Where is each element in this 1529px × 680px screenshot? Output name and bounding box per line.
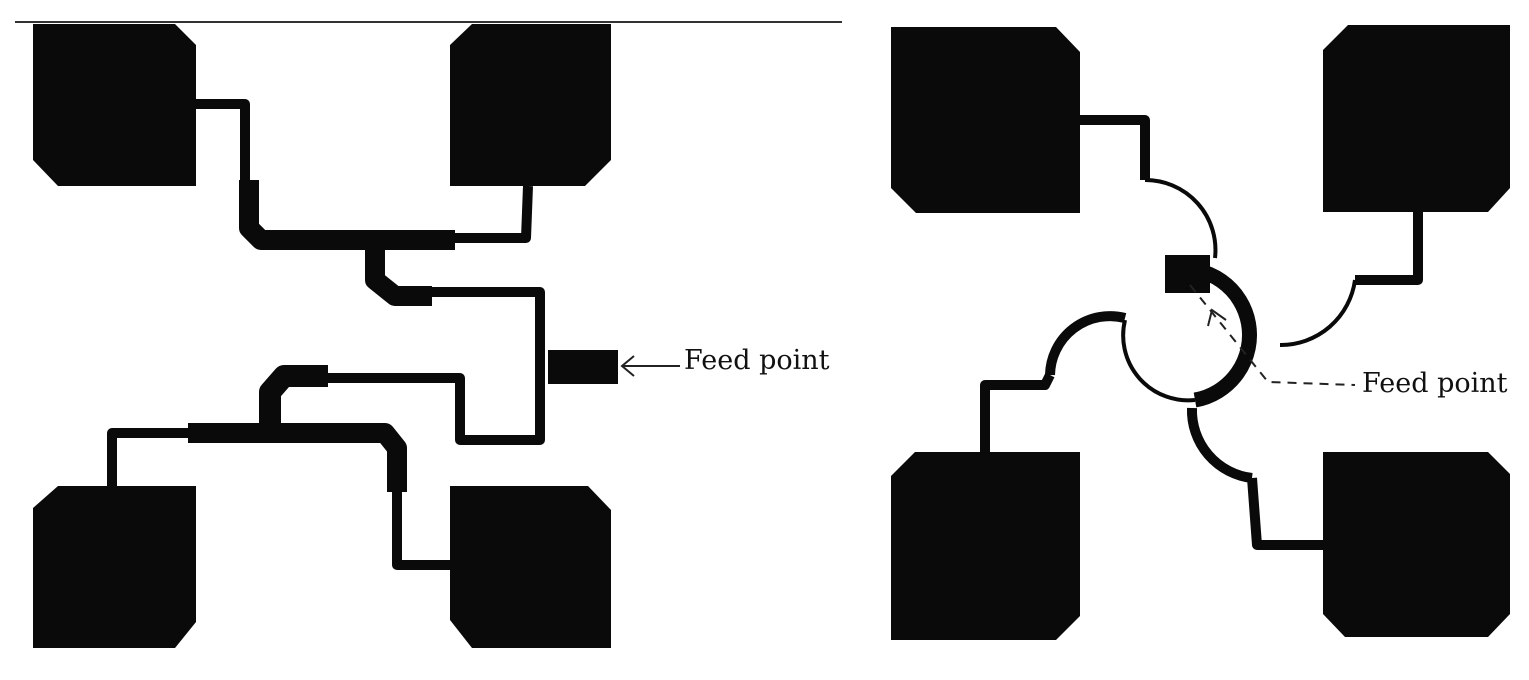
patch-bottom-left (33, 486, 196, 648)
feed-port (548, 350, 618, 384)
arrowhead-icon (1207, 308, 1227, 327)
feed-point-label-right: Feed point (1362, 368, 1508, 399)
right-antenna-array (891, 25, 1510, 640)
patch-top-left (33, 24, 196, 186)
patch-bottom-right (1323, 452, 1510, 637)
feed-network-upper (196, 99, 545, 445)
feed-network-lower (107, 365, 450, 570)
patch-bottom-left (891, 452, 1080, 640)
feed-port (1165, 255, 1210, 293)
patch-top-right (450, 24, 611, 186)
feed-network (980, 115, 1423, 550)
dashed-leader-line (1189, 284, 1356, 386)
feed-point-label-left: Feed point (684, 345, 830, 376)
arrow-left-icon (620, 355, 680, 377)
patch-top-left (891, 27, 1080, 213)
patch-top-right (1323, 25, 1510, 212)
patch-bottom-right (450, 486, 611, 648)
left-antenna-array (15, 21, 842, 648)
